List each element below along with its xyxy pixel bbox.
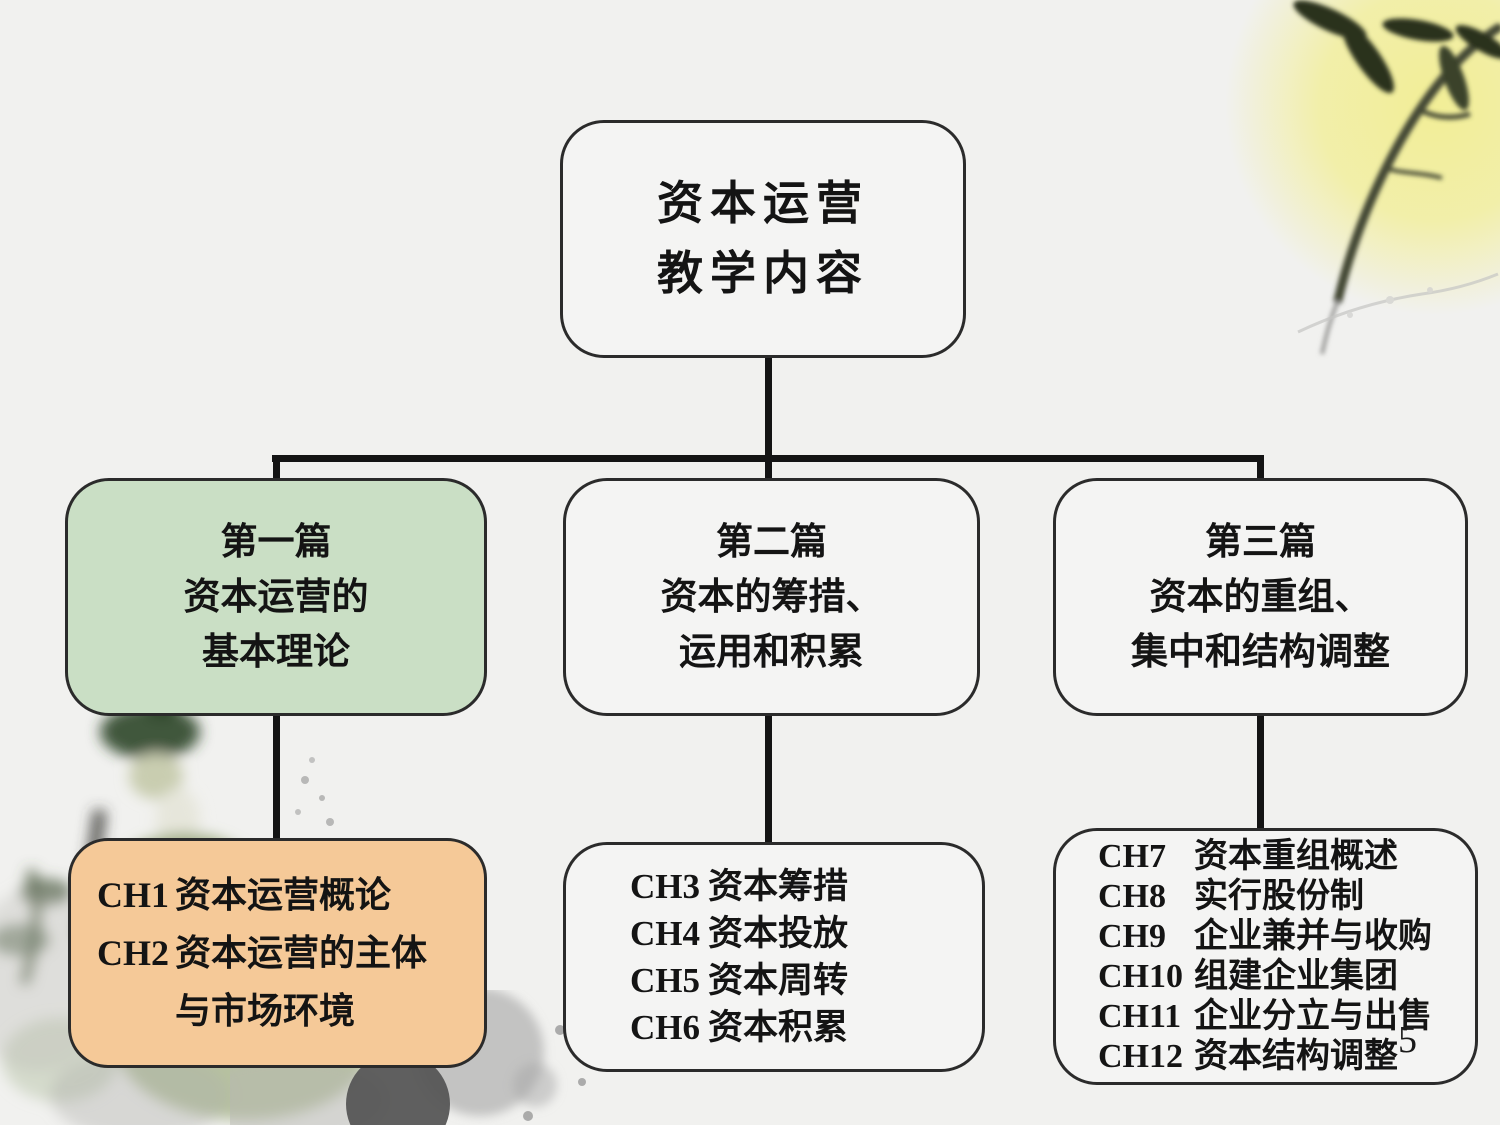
root-title-line: 资本运营 <box>657 178 869 229</box>
chapter-row: CH6 资本积累 <box>630 1004 982 1051</box>
chapter-code: CH2 <box>97 933 169 973</box>
chapter-row: CH10 组建企业集团 <box>1098 957 1475 997</box>
chapter-title: 实行股份制 <box>1194 878 1364 915</box>
chapter-row: CH5 资本周转 <box>630 957 982 1004</box>
connector-part3-chapters <box>1257 714 1264 832</box>
chapter-title: 资本重组概述 <box>1194 838 1398 875</box>
plum-twig-faint <box>1297 272 1499 334</box>
connector-root-vertical <box>765 356 772 456</box>
chapter-row: CH12 资本结构调整 <box>1098 1037 1475 1077</box>
chapter-title: 资本投放 <box>708 914 849 953</box>
part3-title-line: 集中和结构调整 <box>1131 631 1390 673</box>
part1-title-line: 第一篇 <box>220 521 332 563</box>
plum-speckles <box>295 757 334 826</box>
connector-part2-chapters <box>765 714 772 846</box>
chapter-title: 资本结构调整 <box>1194 1038 1398 1075</box>
part1-title-node: 第一篇 资本运营的 基本理论 <box>65 478 487 716</box>
chapter-title: 与市场环境 <box>175 991 356 1031</box>
chapter-code: CH7 <box>1098 838 1166 875</box>
chapter-code: CH10 <box>1098 958 1183 995</box>
part2-title-line: 资本的筹措、 <box>660 576 883 618</box>
chapter-title: 组建企业集团 <box>1194 958 1398 995</box>
connector-drop-right <box>1257 458 1264 482</box>
root-node: 资本运营 教学内容 <box>560 120 966 358</box>
bamboo-branch <box>1293 0 1500 355</box>
moon-glow <box>1225 0 1500 315</box>
chapter-title: 资本周转 <box>708 961 849 1000</box>
chapter-row: CH2 资本运营的主体 <box>97 924 484 982</box>
part1-chapters-node: CH1 资本运营概论 CH2 资本运营的主体 与市场环境 <box>68 838 487 1068</box>
part3-title-line: 第三篇 <box>1205 521 1316 563</box>
chapter-row: CH7 资本重组概述 <box>1098 837 1475 877</box>
chapter-row: CH4 资本投放 <box>630 910 982 957</box>
chapter-code: CH12 <box>1098 1038 1183 1075</box>
root-title-line: 教学内容 <box>657 248 869 299</box>
chapter-title: 企业兼并与收购 <box>1194 918 1432 955</box>
chapter-title: 资本运营概论 <box>175 875 392 915</box>
connector-part1-chapters <box>273 714 280 842</box>
chapter-title: 资本筹措 <box>708 867 849 906</box>
chapter-row: CH11 企业分立与出售 <box>1098 997 1475 1037</box>
part1-title-line: 资本运营的 <box>183 576 369 618</box>
chapter-code: CH4 <box>630 914 700 953</box>
chapter-code: CH6 <box>630 1008 700 1047</box>
chapter-code <box>97 982 175 1040</box>
chapter-title: 资本积累 <box>708 1008 849 1047</box>
chapter-row: 与市场环境 <box>97 982 484 1040</box>
connector-drop-middle <box>765 458 772 482</box>
bamboo-branch-moon-decoration <box>1225 0 1500 355</box>
chapter-title: 资本运营的主体 <box>175 933 428 973</box>
chapter-code: CH8 <box>1098 878 1166 915</box>
chapter-code: CH9 <box>1098 918 1166 955</box>
part2-title-line: 运用和积累 <box>679 631 864 673</box>
chapter-row: CH3 资本筹措 <box>630 863 982 910</box>
chapter-code: CH5 <box>630 961 700 1000</box>
chapter-title: 企业分立与出售 <box>1194 998 1432 1035</box>
connector-drop-left <box>273 458 280 482</box>
part2-chapters-node: CH3 资本筹措 CH4 资本投放 CH5 资本周转 CH6 资本积累 <box>563 842 985 1072</box>
part2-title-line: 第二篇 <box>716 521 827 563</box>
chapter-code: CH11 <box>1098 998 1182 1035</box>
part3-title-line: 资本的重组、 <box>1149 576 1372 618</box>
part2-title-node: 第二篇 资本的筹措、 运用和积累 <box>563 478 980 716</box>
chapter-code: CH1 <box>97 875 169 915</box>
chapter-code: CH3 <box>630 867 700 906</box>
chapter-row: CH1 资本运营概论 <box>97 866 484 924</box>
part3-title-node: 第三篇 资本的重组、 集中和结构调整 <box>1053 478 1468 716</box>
part3-chapters-node: CH7 资本重组概述 CH8 实行股份制 CH9 企业兼并与收购 CH10 组建… <box>1053 828 1478 1085</box>
part1-title-line: 基本理论 <box>202 631 350 673</box>
chapter-row: CH8 实行股份制 <box>1098 877 1475 917</box>
chapter-row: CH9 企业兼并与收购 <box>1098 917 1475 957</box>
page-number: 5 <box>1398 1019 1417 1061</box>
scholar-face <box>129 753 183 799</box>
